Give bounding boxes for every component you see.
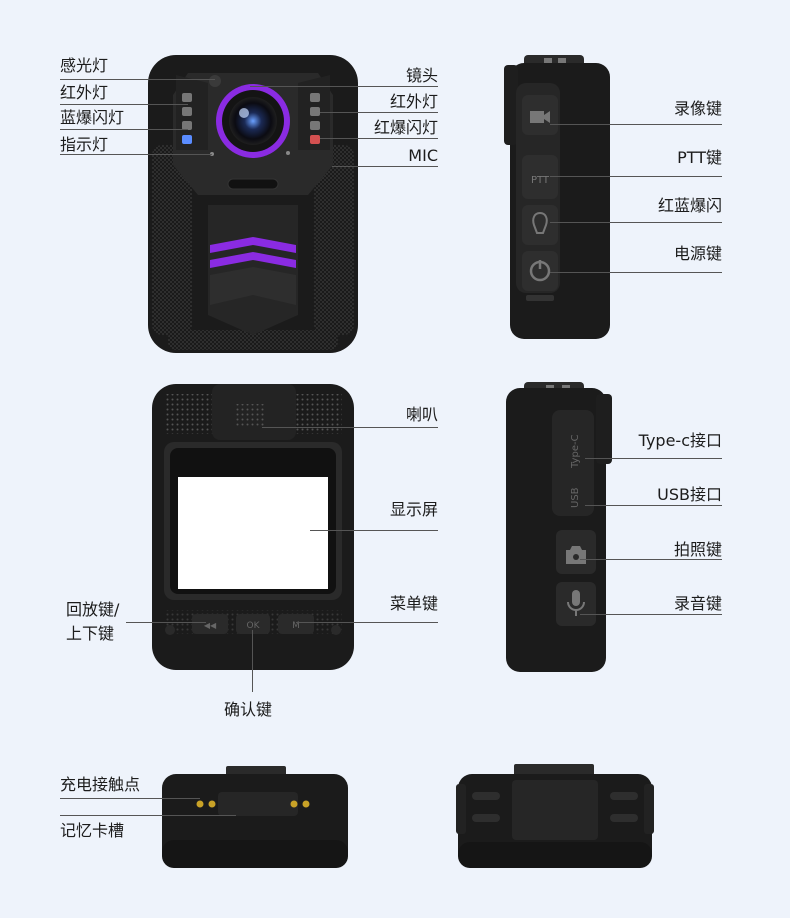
label-record-button: 录像键 bbox=[673, 99, 722, 118]
label-blue-flash: 蓝爆闪灯 bbox=[60, 108, 125, 127]
label-ptt-button: PTT键 bbox=[677, 148, 722, 167]
label-usb-port: USB接口 bbox=[657, 485, 722, 504]
camera-side-view-ports: Type-C USB bbox=[500, 382, 620, 674]
label-playback-button-2: 上下键 bbox=[66, 624, 115, 643]
label-playback-button-1: 回放键/ bbox=[66, 600, 120, 619]
typec-port-text: Type-C bbox=[570, 434, 581, 469]
light-sensor bbox=[209, 75, 221, 87]
label-speaker: 喇叭 bbox=[405, 405, 438, 424]
lens bbox=[229, 97, 277, 145]
ir-led-left bbox=[182, 93, 192, 144]
label-ir-right: 红外灯 bbox=[389, 92, 438, 111]
label-ir-left: 红外灯 bbox=[60, 83, 109, 102]
label-typec-port: Type-c接口 bbox=[638, 431, 722, 450]
contact-pin bbox=[196, 800, 204, 808]
ok-button-text: OK bbox=[247, 621, 261, 631]
camera-back-view: ◀◀ OK M bbox=[150, 382, 356, 672]
label-power-button: 电源键 bbox=[673, 244, 722, 263]
camera-bottom-view bbox=[158, 766, 352, 872]
label-memory-slot: 记忆卡槽 bbox=[60, 821, 125, 840]
label-photo-button: 拍照键 bbox=[673, 540, 722, 559]
camera-top-view bbox=[454, 764, 656, 872]
label-menu-button: 菜单键 bbox=[389, 594, 438, 613]
label-charging-contacts: 充电接触点 bbox=[60, 775, 141, 794]
label-audio-button: 录音键 bbox=[673, 594, 722, 613]
prev-button-text: ◀◀ bbox=[204, 621, 217, 630]
ptt-key-text: PTT bbox=[531, 175, 550, 186]
contact-pin bbox=[290, 800, 298, 808]
menu-button-text: M bbox=[292, 621, 300, 631]
ir-led-right bbox=[310, 93, 320, 144]
contact-pin bbox=[302, 800, 310, 808]
label-indicator: 指示灯 bbox=[60, 135, 109, 154]
display-screen bbox=[178, 477, 328, 589]
contact-pin bbox=[208, 800, 216, 808]
camera-side-view-buttons: PTT bbox=[500, 55, 612, 345]
label-ok-button: 确认键 bbox=[224, 700, 273, 719]
label-mic: MIC bbox=[408, 146, 438, 165]
label-lens: 镜头 bbox=[405, 66, 438, 85]
label-flash-button: 红蓝爆闪 bbox=[657, 196, 722, 215]
label-red-flash: 红爆闪灯 bbox=[373, 118, 438, 137]
camera-front-view bbox=[148, 55, 358, 353]
label-display: 显示屏 bbox=[389, 500, 438, 519]
label-light-sensor: 感光灯 bbox=[60, 56, 109, 75]
usb-port-text: USB bbox=[570, 487, 581, 508]
